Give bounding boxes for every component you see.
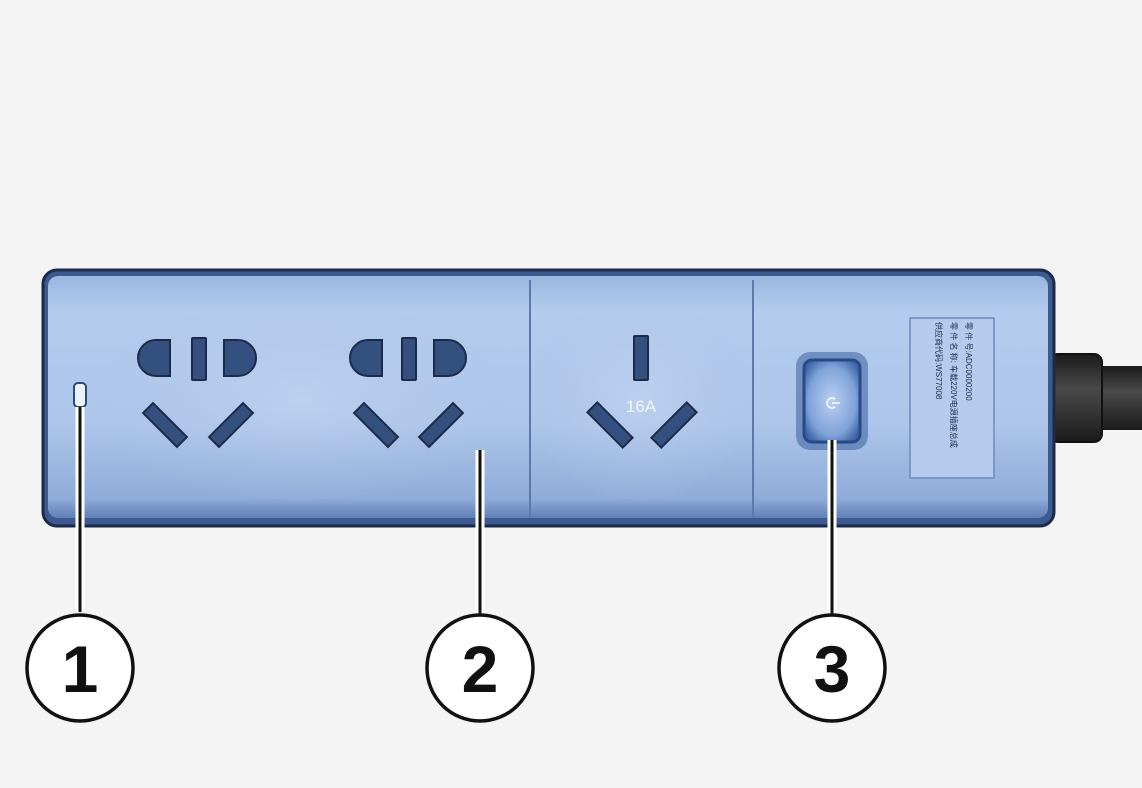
info-label: 零 件 号:ADC0000200 零 件 名 称: 车载220V电源插座总成 供… xyxy=(909,317,995,479)
power-icon xyxy=(826,397,840,409)
info-label-line-3: 供应商代码:WS77008 xyxy=(934,322,944,400)
socket-16a xyxy=(585,335,699,450)
panel-dividers xyxy=(529,280,754,518)
info-label-line-2: 零 件 名 称: 车载220V电源插座总成 xyxy=(949,322,959,448)
power-strip-body xyxy=(41,268,1056,528)
callout-3: 3 xyxy=(777,613,887,723)
universal-socket-1 xyxy=(137,337,257,449)
info-label-line-1: 零 件 号:ADC0000200 xyxy=(964,322,974,401)
socket-rating-label: 16A xyxy=(626,397,657,416)
power-cable xyxy=(1049,353,1142,443)
power-switch[interactable] xyxy=(796,352,868,450)
callout-leaders xyxy=(75,407,837,614)
callout-number-2: 2 xyxy=(462,632,499,706)
callout-number-3: 3 xyxy=(814,632,851,706)
indicator-light xyxy=(73,382,87,408)
callout-2: 2 xyxy=(425,613,535,723)
callout-number-1: 1 xyxy=(62,632,99,706)
callout-1: 1 xyxy=(25,613,135,723)
universal-socket-2 xyxy=(349,337,467,449)
